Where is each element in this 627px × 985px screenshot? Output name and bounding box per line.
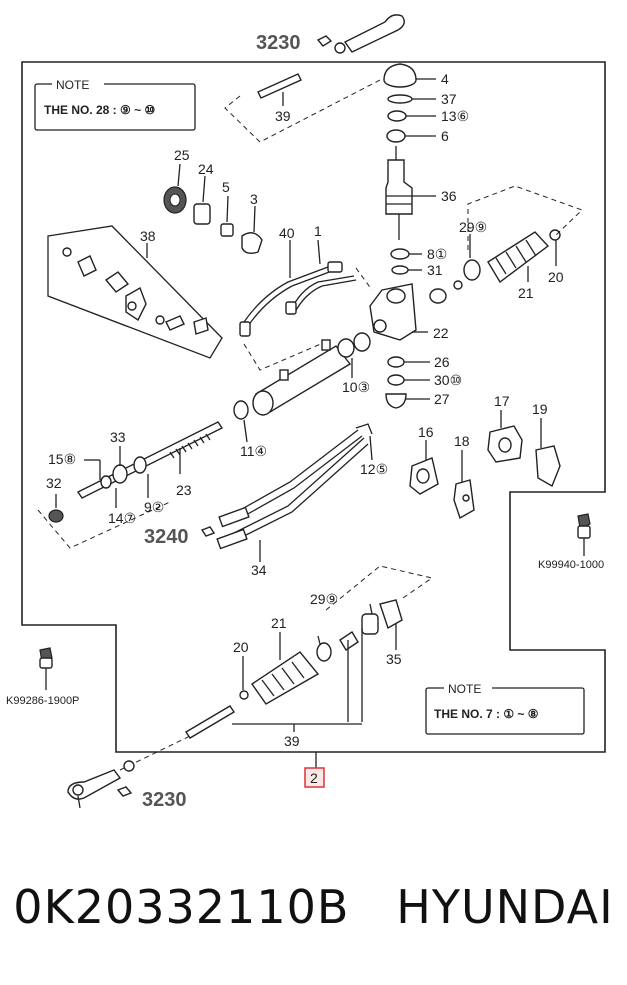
callout-17: 17 <box>494 393 510 409</box>
callout-33: 33 <box>110 429 126 445</box>
callout-20-lower: 20 <box>233 639 249 655</box>
note-1-title: NOTE <box>56 78 89 92</box>
callout-12: 12⑤ <box>360 461 388 477</box>
callout-38: 38 <box>140 228 156 244</box>
mount-brackets <box>409 425 561 520</box>
bolt-k99940 <box>577 513 591 556</box>
callout-34: 34 <box>251 562 267 578</box>
ref-3230-top: 3230 <box>256 32 301 54</box>
callout-2: 2 <box>310 770 318 786</box>
pipe-34 <box>200 423 373 550</box>
callout-13: 13⑥ <box>441 108 469 124</box>
callout-16: 16 <box>418 424 434 440</box>
callout-11: 11④ <box>240 443 267 459</box>
part-number-footer: 0K20332110B HYUNDAI <box>13 880 614 934</box>
callout-31: 31 <box>427 262 443 278</box>
valve-parts <box>163 186 263 255</box>
gear-housing <box>369 283 417 341</box>
callout-40: 40 <box>279 225 295 241</box>
callout-21-lower: 21 <box>271 615 287 631</box>
callout-37: 37 <box>441 91 457 107</box>
rod-39-lower <box>185 705 235 739</box>
cylinder-tube <box>233 332 371 420</box>
code-k99286: K99286-1900P <box>6 695 79 707</box>
callout-1: 1 <box>314 223 322 239</box>
callout-15: 15⑧ <box>48 451 76 467</box>
callout-27: 27 <box>434 391 450 407</box>
tie-rod-end-top <box>316 14 405 54</box>
note-2-title: NOTE <box>448 682 481 696</box>
callout-39-upper: 39 <box>275 108 291 124</box>
callout-29-upper: 29⑨ <box>459 219 487 235</box>
callout-36: 36 <box>441 188 457 204</box>
callout-19: 19 <box>532 401 548 417</box>
callout-10: 10③ <box>342 379 370 395</box>
callout-25: 25 <box>174 147 190 163</box>
callout-26: 26 <box>434 354 450 370</box>
pinion-stack <box>383 63 417 275</box>
assembly-frame <box>21 61 606 753</box>
ref-3240: 3240 <box>144 526 189 548</box>
bracket-38-panel <box>47 225 223 359</box>
callout-30: 30⑩ <box>434 372 462 388</box>
callout-39-lower: 39 <box>284 733 300 749</box>
note-2-body: THE NO. 7 : ① ~ ⑧ <box>434 707 539 721</box>
callout-32: 32 <box>46 475 62 491</box>
note-1-body: THE NO. 28 : ⑨ ~ ⑩ <box>44 103 155 117</box>
tie-rod-end-bottom <box>67 760 135 809</box>
part-2-highlight[interactable] <box>304 767 325 788</box>
callout-20-upper: 20 <box>548 269 564 285</box>
bolt-k99286 <box>39 647 53 690</box>
note-box-1: NOTE THE NO. 28 : ⑨ ~ ⑩ <box>34 77 196 131</box>
callout-14: 14⑦ <box>108 510 136 526</box>
rod-39-top <box>257 73 302 99</box>
callout-29-lower: 29⑨ <box>310 591 338 607</box>
code-k99940: K99940-1000 <box>538 559 604 571</box>
callout-9: 9② <box>144 499 164 515</box>
note-box-2: NOTE THE NO. 7 : ① ~ ⑧ <box>425 681 585 735</box>
callout-18: 18 <box>454 433 470 449</box>
boot-21-lower <box>239 599 403 705</box>
callout-21-upper: 21 <box>518 285 534 301</box>
callout-5: 5 <box>222 179 230 195</box>
hydraulic-pipes <box>239 261 357 337</box>
callout-8: 8① <box>427 246 447 262</box>
callout-22: 22 <box>433 325 449 341</box>
callout-35: 35 <box>386 651 402 667</box>
boot-21-upper <box>429 229 561 304</box>
callout-4: 4 <box>441 71 449 87</box>
callout-24: 24 <box>198 161 214 177</box>
ref-3230-bottom: 3230 <box>142 789 187 811</box>
callout-23: 23 <box>176 482 192 498</box>
callout-6: 6 <box>441 128 449 144</box>
callout-3: 3 <box>250 191 258 207</box>
rack-shaft <box>48 421 224 523</box>
